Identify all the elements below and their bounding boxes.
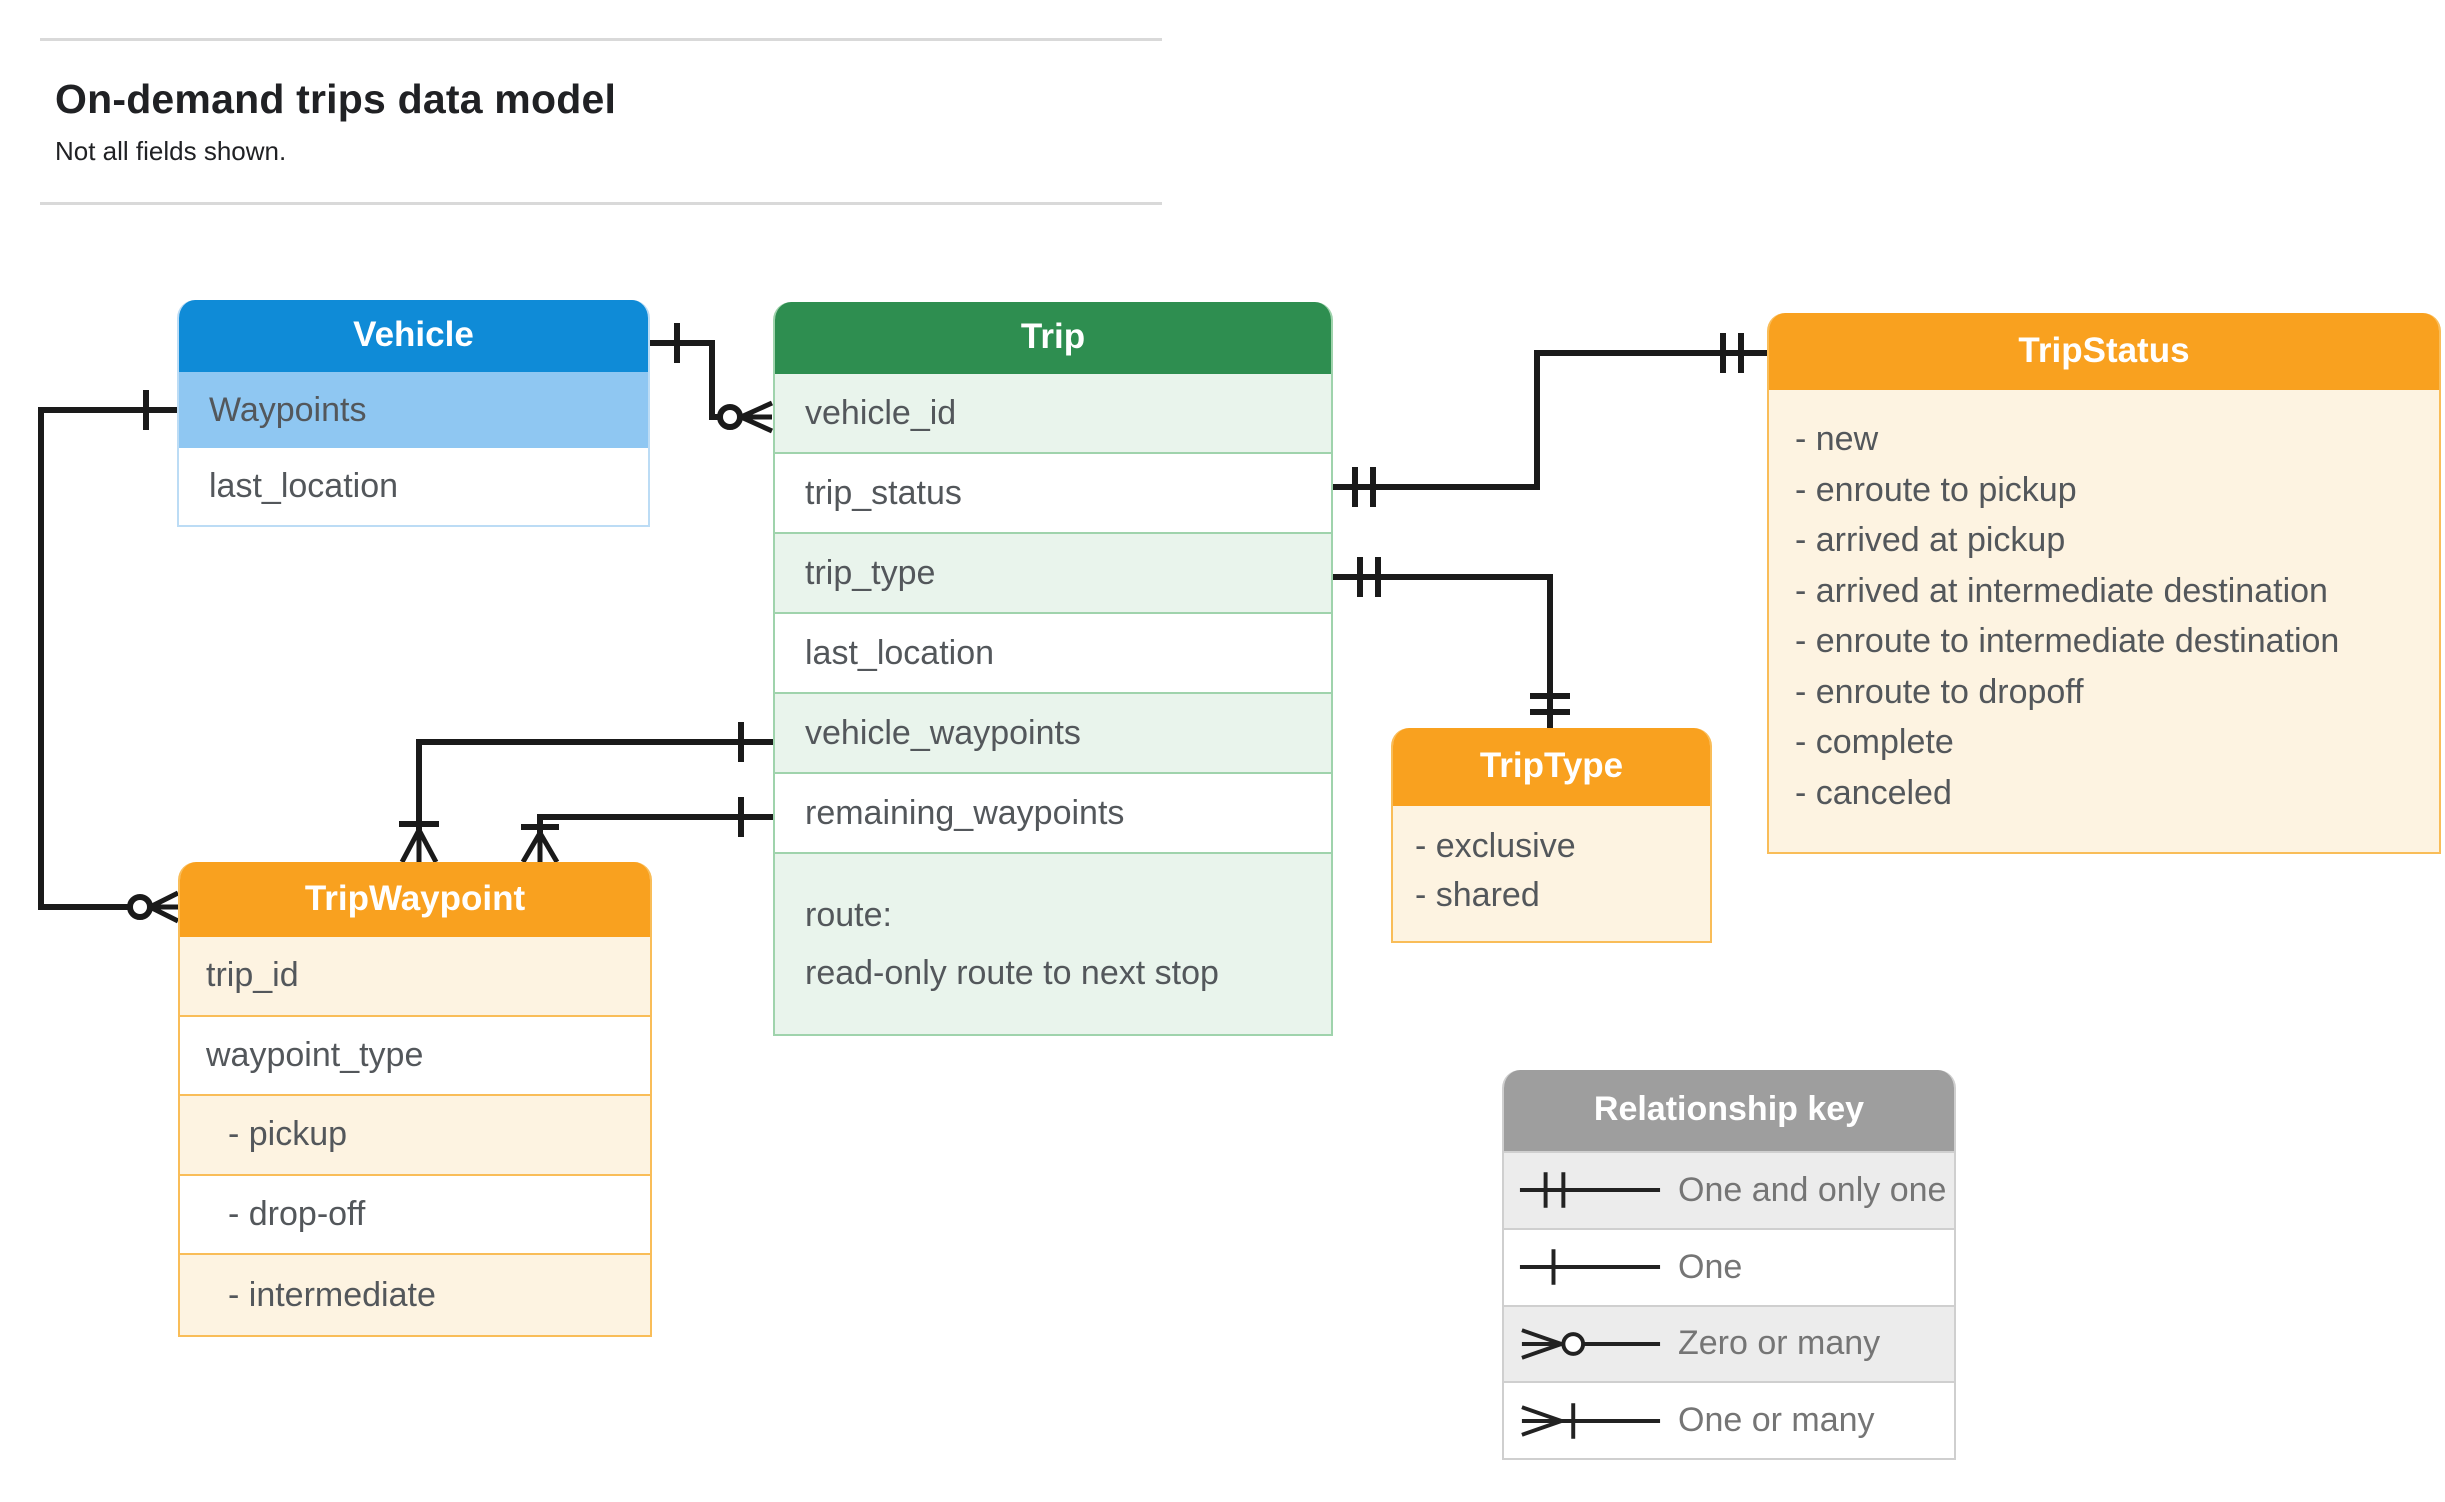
enum-pickup: - pickup xyxy=(180,1096,650,1176)
one-icon xyxy=(1519,1249,1661,1285)
field-waypoint-trip-id: trip_id xyxy=(180,937,650,1017)
field-vehicle-last-location: last_location xyxy=(179,448,648,525)
entity-vehicle-header: Vehicle xyxy=(179,300,648,372)
status-value: - arrived at pickup xyxy=(1795,521,2066,559)
legend-row: One and only one xyxy=(1504,1151,1954,1228)
field-trip-type: trip_type xyxy=(775,534,1331,614)
entity-tripwaypoint-header: TripWaypoint xyxy=(180,862,650,937)
entity-trip-header: Trip xyxy=(775,302,1331,374)
one-or-many-icon xyxy=(1521,1402,1661,1439)
connector-trip-to-tripstatus xyxy=(1333,333,1767,507)
status-value: - enroute to dropoff xyxy=(1795,672,2084,711)
legend-label: One and only one xyxy=(1678,1170,1947,1209)
top-divider xyxy=(40,38,1162,41)
legend-row: Zero or many xyxy=(1504,1304,1954,1382)
entity-tripwaypoint: TripWaypoint trip_id waypoint_type - pic… xyxy=(178,862,652,1337)
field-trip-vehicle-waypoints: vehicle_waypoints xyxy=(775,694,1331,774)
status-value: - complete xyxy=(1795,723,1954,761)
crow-foot-one-or-many-icon xyxy=(520,831,560,864)
legend-row: One xyxy=(1504,1227,1954,1305)
triptype-values: - exclusive - shared xyxy=(1393,806,1710,941)
route-label: route: xyxy=(805,896,892,934)
enum-drop-off: - drop-off xyxy=(180,1175,650,1256)
entity-trip: Trip vehicle_id trip_status trip_type la… xyxy=(773,302,1333,1036)
one-and-only-one-icon xyxy=(1519,1172,1661,1209)
bottom-divider xyxy=(40,202,1162,205)
field-trip-remaining-waypoints: remaining_waypoints xyxy=(775,774,1331,854)
status-value: - new xyxy=(1795,420,1879,458)
type-value: - exclusive xyxy=(1415,827,1576,865)
tripstatus-values: - new - enroute to pickup - arrived at p… xyxy=(1769,390,2439,852)
field-trip-last-location: last_location xyxy=(775,614,1331,694)
legend-label: One xyxy=(1678,1247,1743,1286)
status-value: - enroute to pickup xyxy=(1795,470,2077,509)
zero-or-many-icon xyxy=(1521,1328,1661,1360)
connector-remaining-waypoints-to-tripwaypoint xyxy=(520,797,773,864)
page-title: On-demand trips data model xyxy=(55,76,617,122)
relationship-key-header: Relationship key xyxy=(1504,1070,1954,1151)
entity-tripstatus-header: TripStatus xyxy=(1769,313,2439,390)
field-waypoint-type: waypoint_type xyxy=(180,1016,650,1097)
legend-label: One or many xyxy=(1678,1401,1875,1440)
entity-tripstatus: TripStatus - new - enroute to pickup - a… xyxy=(1767,313,2441,854)
relationship-key: Relationship key One and only one One Ze… xyxy=(1502,1070,1956,1460)
field-trip-route: route: read-only route to next stop xyxy=(775,854,1331,1034)
connector-vehicle-to-trip xyxy=(650,323,774,434)
entity-vehicle: Vehicle Waypoints last_location xyxy=(177,300,650,527)
legend-row: One or many xyxy=(1504,1381,1954,1458)
status-value: - canceled xyxy=(1795,773,1952,812)
connector-vehicle-waypoints-to-tripwaypoint xyxy=(399,722,773,864)
type-value: - shared xyxy=(1415,876,1540,914)
connector-trip-to-triptype xyxy=(1333,557,1570,728)
field-trip-status: trip_status xyxy=(775,454,1331,534)
enum-intermediate: - intermediate xyxy=(180,1255,650,1335)
legend-label: Zero or many xyxy=(1678,1324,1881,1363)
status-value: - enroute to intermediate destination xyxy=(1795,622,2340,660)
page-subtitle: Not all fields shown. xyxy=(55,136,287,166)
connector-vehicle-to-tripwaypoint xyxy=(38,390,180,924)
field-trip-vehicle-id: vehicle_id xyxy=(775,374,1331,454)
route-description: read-only route to next stop xyxy=(805,954,1219,992)
crow-foot-one-or-many-icon xyxy=(399,828,439,864)
crow-foot-many-icon xyxy=(739,400,774,434)
status-value: - arrived at intermediate destination xyxy=(1795,571,2328,610)
field-vehicle-waypoints: Waypoints xyxy=(179,372,648,448)
entity-triptype: TripType - exclusive - shared xyxy=(1391,728,1712,943)
crow-foot-many-icon xyxy=(148,890,180,924)
entity-triptype-header: TripType xyxy=(1393,728,1710,806)
